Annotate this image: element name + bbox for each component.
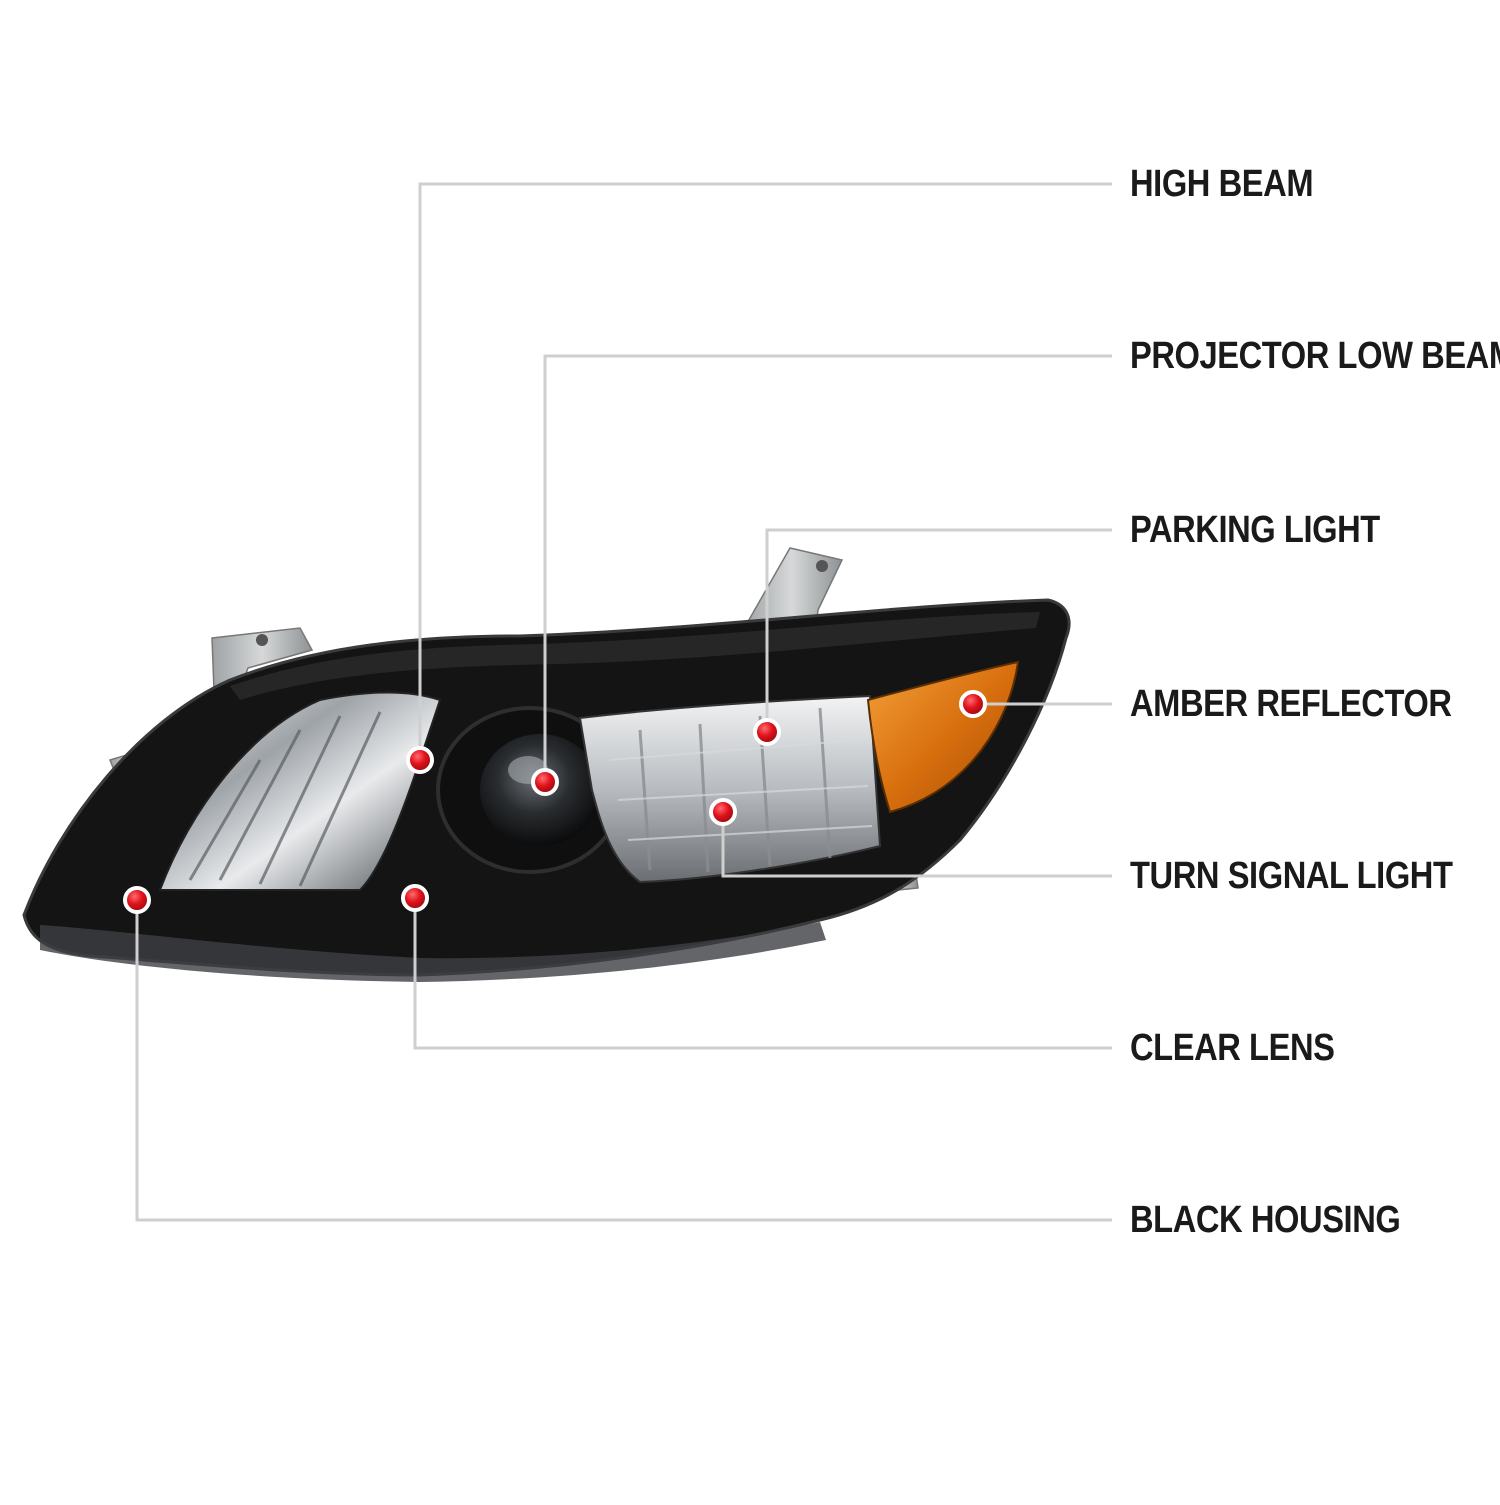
callout-dot-turn-signal-light [709, 798, 737, 826]
leader-line-turn-signal-light [721, 812, 1112, 878]
callout-dot-parking-light [753, 718, 781, 746]
label-amber-reflector: AMBER REFLECTOR [1130, 683, 1452, 725]
leader-line-parking-light [765, 528, 1112, 732]
leader-lines [135, 182, 1112, 1222]
callout-dot-clear-lens [401, 884, 429, 912]
label-high-beam: HIGH BEAM [1130, 163, 1314, 205]
callout-dots [123, 690, 987, 914]
callout-dot-black-housing [123, 886, 151, 914]
label-black-housing: BLACK HOUSING [1130, 1199, 1401, 1241]
label-turn-signal-light: TURN SIGNAL LIGHT [1130, 855, 1453, 897]
leader-line-high-beam [418, 182, 1112, 760]
callout-dot-projector-low-beam [531, 768, 559, 796]
leader-line-black-housing [135, 900, 1112, 1222]
callout-dot-high-beam [406, 746, 434, 774]
clear-lens-chamber [578, 694, 882, 884]
label-clear-lens: CLEAR LENS [1130, 1027, 1335, 1069]
label-parking-light: PARKING LIGHT [1130, 509, 1380, 551]
label-projector-low-beam: PROJECTOR LOW BEAM [1130, 335, 1500, 377]
leader-line-clear-lens [413, 898, 1112, 1050]
high-beam-reflector [158, 691, 442, 891]
leader-line-projector-low-beam [543, 354, 1112, 782]
callout-dot-amber-reflector [959, 690, 987, 718]
